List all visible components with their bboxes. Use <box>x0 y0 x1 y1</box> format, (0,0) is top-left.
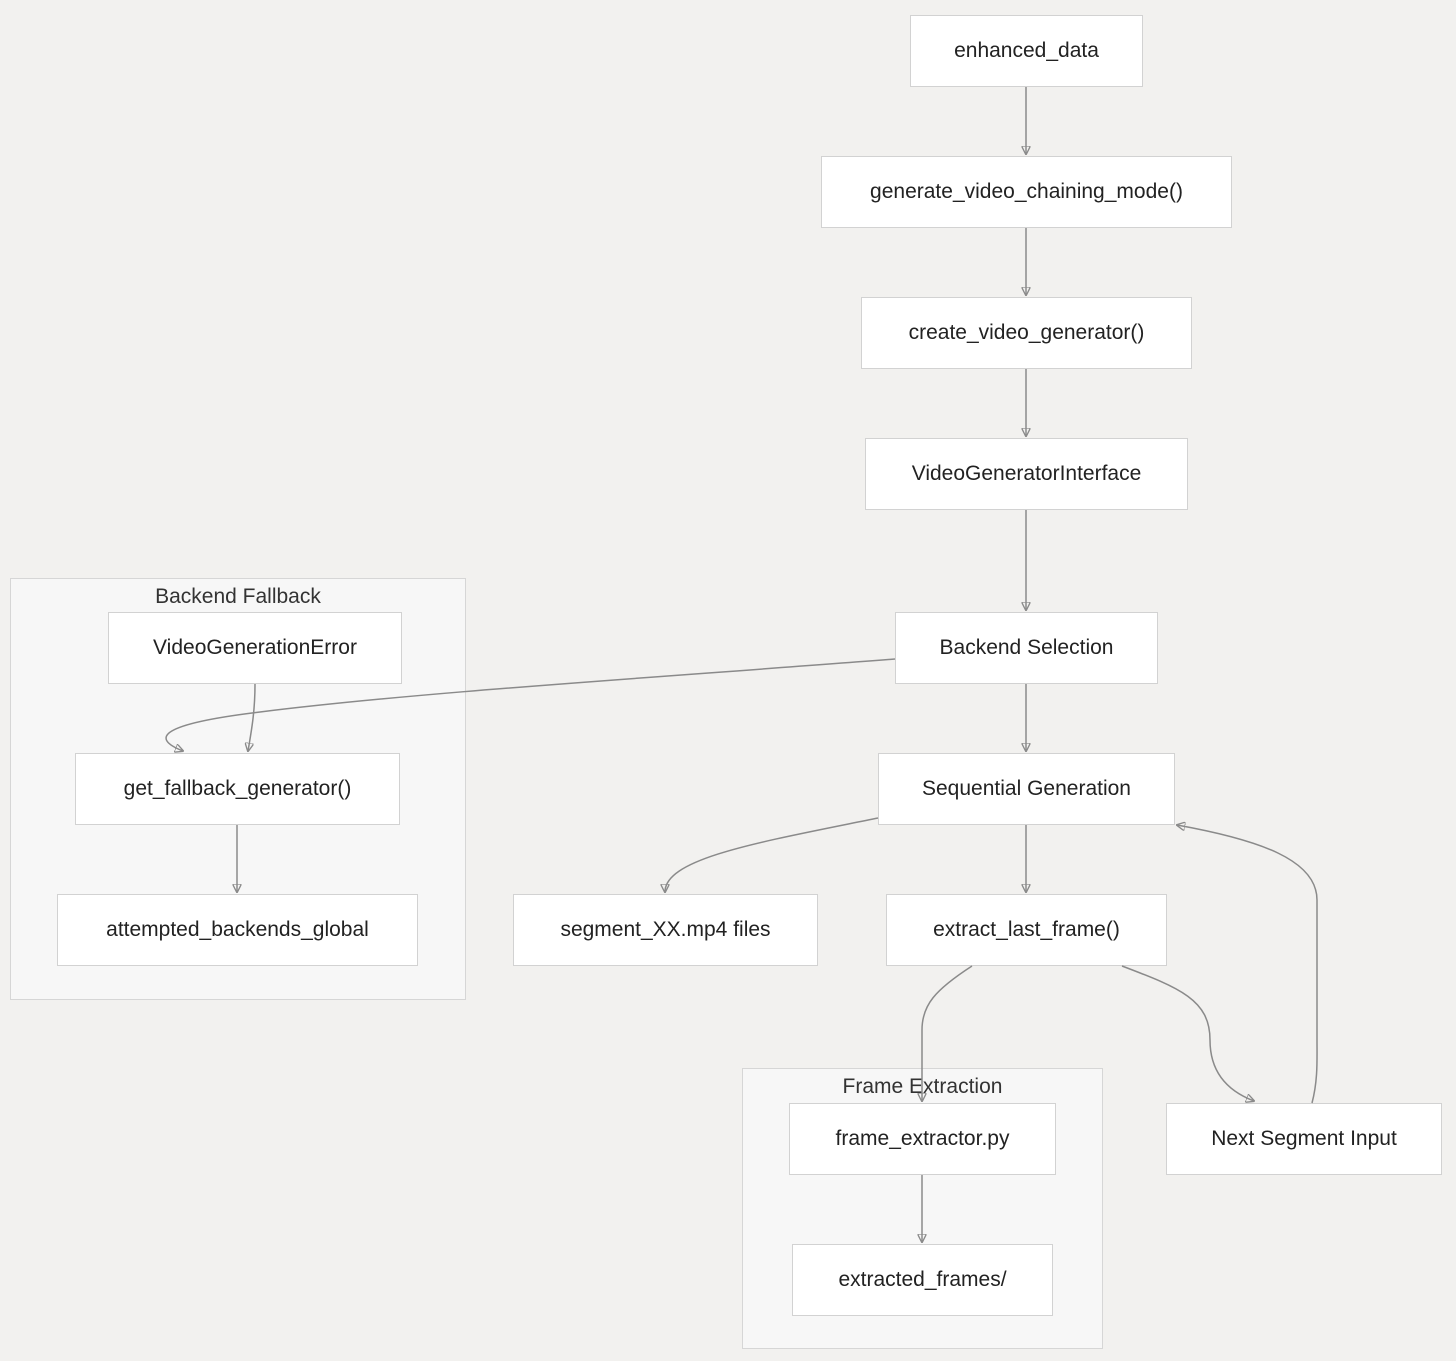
node-generate-video-chaining-mode[interactable]: generate_video_chaining_mode() <box>821 156 1232 228</box>
node-next-segment-input[interactable]: Next Segment Input <box>1166 1103 1442 1175</box>
node-video-generation-error[interactable]: VideoGenerationError <box>108 612 402 684</box>
node-enhanced-data[interactable]: enhanced_data <box>910 15 1143 87</box>
cluster-label-backend-fallback: Backend Fallback <box>155 585 321 608</box>
edge-backend-selection-to-fallback <box>165 658 896 751</box>
node-backend-selection[interactable]: Backend Selection <box>895 612 1158 684</box>
node-extract-last-frame[interactable]: extract_last_frame() <box>886 894 1167 966</box>
edge-sequential-to-segment-files <box>665 817 879 892</box>
node-segment-files[interactable]: segment_XX.mp4 files <box>513 894 818 966</box>
edge-next-segment-to-sequential <box>1177 825 1318 1104</box>
node-extracted-frames[interactable]: extracted_frames/ <box>792 1244 1053 1316</box>
node-frame-extractor[interactable]: frame_extractor.py <box>789 1103 1056 1175</box>
edge-extract-to-frame-extractor <box>922 965 973 1101</box>
node-attempted-backends-global[interactable]: attempted_backends_global <box>57 894 418 966</box>
node-video-generator-interface[interactable]: VideoGeneratorInterface <box>865 438 1188 510</box>
edge-error-to-fallback <box>248 683 256 751</box>
node-sequential-generation[interactable]: Sequential Generation <box>878 753 1175 825</box>
edge-extract-to-next-segment <box>1121 965 1254 1101</box>
node-get-fallback-generator[interactable]: get_fallback_generator() <box>75 753 400 825</box>
node-create-video-generator[interactable]: create_video_generator() <box>861 297 1192 369</box>
